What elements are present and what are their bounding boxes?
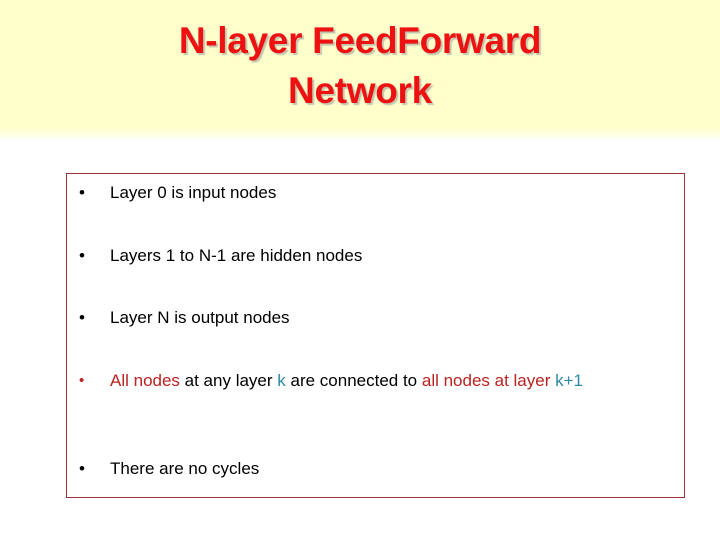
list-item: • There are no cycles (79, 457, 676, 481)
bullet-dot-icon: • (79, 246, 85, 265)
title-banner: N-layer FeedForward Network (0, 0, 720, 140)
text-run: all nodes at layer (421, 371, 556, 390)
bullet-dot-icon: • (79, 459, 85, 478)
text-run: Layers 1 to N-1 are hidden nodes (110, 246, 363, 265)
list-item-label: Layer 0 is input nodes (110, 183, 276, 202)
text-run: Layer 0 is input nodes (110, 183, 277, 202)
list-item-label: All nodes at any layer k are connected t… (110, 371, 583, 390)
text-run: k+1 (555, 371, 583, 390)
bullet-dot-icon: • (79, 372, 85, 389)
list-item-label: Layers 1 to N-1 are hidden nodes (110, 246, 362, 265)
bullet-dot-icon: • (79, 308, 85, 327)
list-item: • Layer N is output nodes (79, 306, 676, 330)
bullet-dot-icon: • (79, 183, 85, 202)
page-title: N-layer FeedForward Network (178, 20, 542, 111)
text-run: k (277, 371, 286, 390)
content-box: • Layer 0 is input nodes • Layers 1 to N… (66, 173, 685, 498)
text-run: All nodes (110, 371, 180, 390)
text-run: Layer N is output nodes (110, 308, 290, 327)
list-item: • All nodes at any layer k are connected… (79, 369, 676, 393)
list-item: • Layers 1 to N-1 are hidden nodes (79, 244, 676, 268)
list-item-label: Layer N is output nodes (110, 308, 290, 327)
text-run: at any layer (179, 371, 278, 390)
text-run: There are no cycles (110, 459, 260, 478)
text-run: are connected to (285, 371, 422, 390)
list-item: • Layer 0 is input nodes (79, 181, 676, 205)
list-item-label: There are no cycles (110, 459, 259, 478)
